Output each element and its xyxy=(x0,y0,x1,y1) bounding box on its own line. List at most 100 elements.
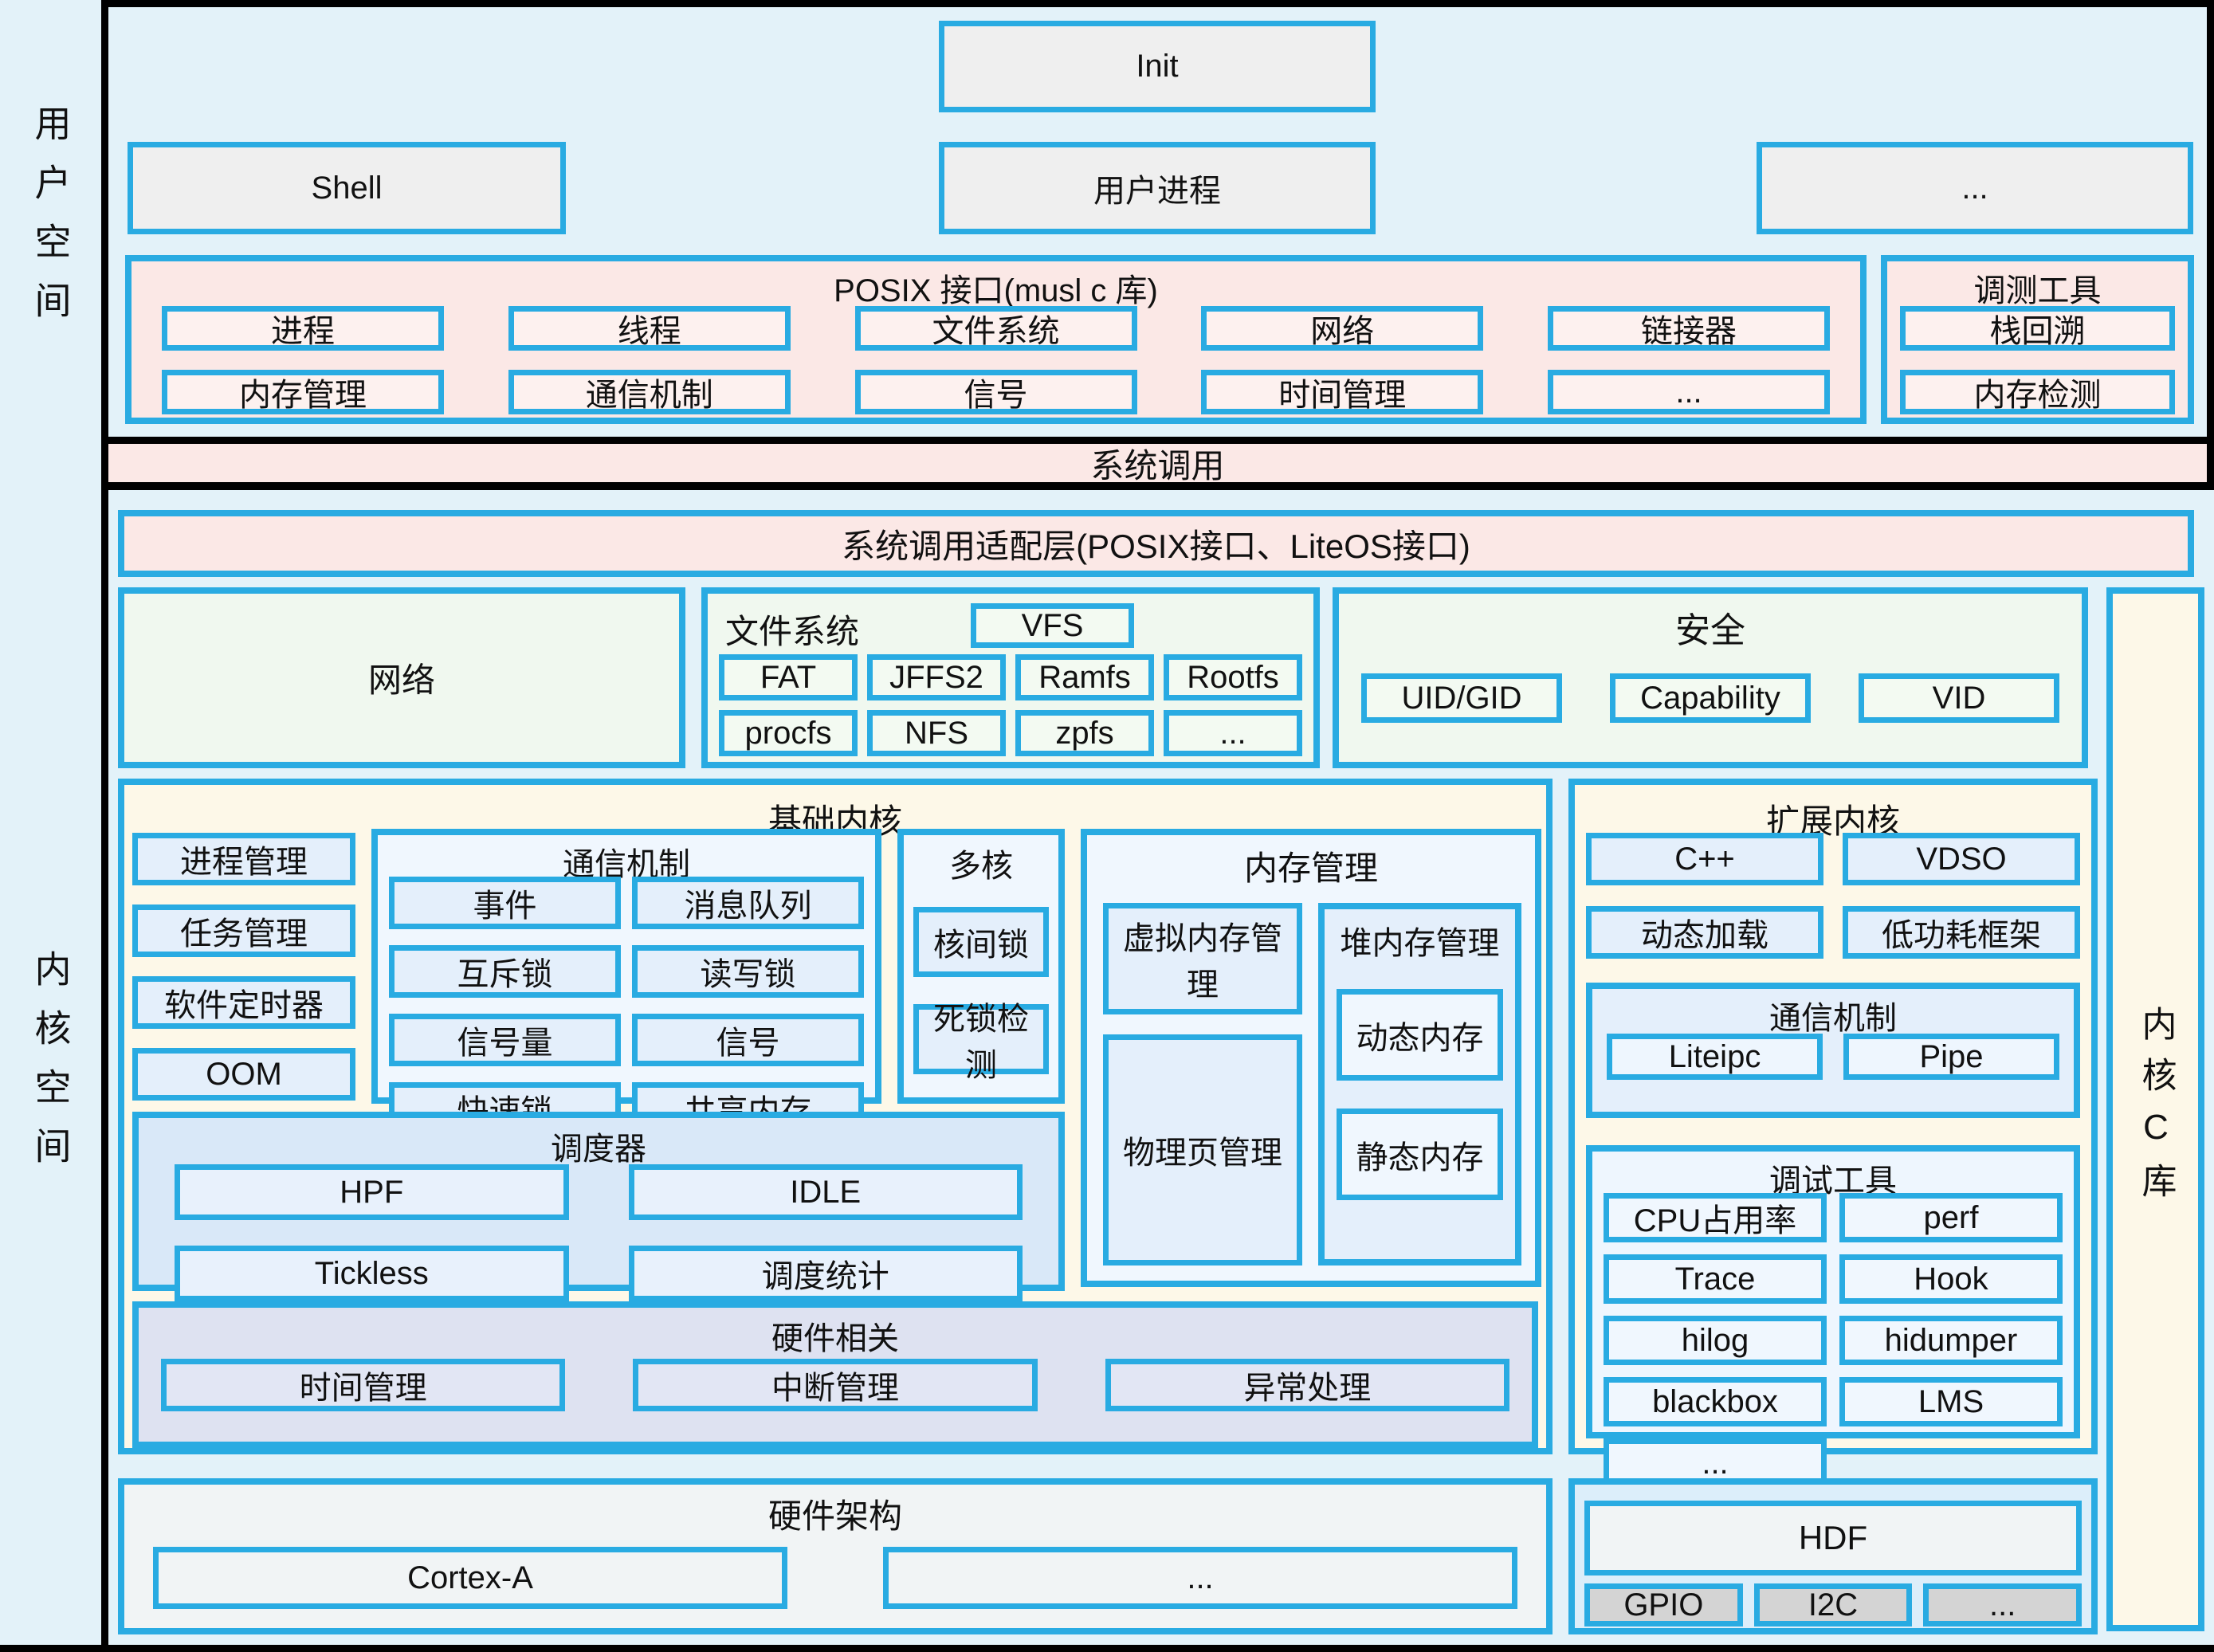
extended-row1: C++ VDSO xyxy=(1586,833,2080,885)
posix-memory-label: 内存管理 xyxy=(239,378,367,413)
task-mgmt-label: 任务管理 xyxy=(180,916,308,952)
trace-box: Trace xyxy=(1604,1254,1827,1304)
hw-arch-title: 硬件架构 xyxy=(767,1497,902,1535)
syscall-band: 系统调用 xyxy=(108,444,2207,485)
deadlock-detect-box: 死锁检测 xyxy=(913,1002,1049,1083)
posix-filesystem-label: 文件系统 xyxy=(932,314,1060,349)
basic-kernel-container: 基础内核 进程管理 任务管理 软件定时器 OOM 通信机制 事件 消息队列 互斥… xyxy=(118,779,1553,1454)
procfs-box: procfs xyxy=(719,710,858,756)
semaphore-label: 信号量 xyxy=(457,1026,553,1061)
cpp-label: C++ xyxy=(1674,841,1735,877)
hw-arch-row: Cortex-A ... xyxy=(153,1547,1517,1609)
user-kernel-divider-lower xyxy=(101,482,2214,490)
rwlock-label: 读写锁 xyxy=(700,957,796,992)
cpu-usage-box: CPU占用率 xyxy=(1604,1193,1827,1242)
interrupt-mgmt-label: 中断管理 xyxy=(771,1371,899,1406)
intercore-lock-label: 核间锁 xyxy=(933,928,1029,963)
vfs-label: VFS xyxy=(1021,607,1084,643)
kernel-c-lib-label: 内核C库 xyxy=(2136,1005,2176,1214)
ramfs-label: Ramfs xyxy=(1038,659,1131,695)
syscall-adapter-label: 系统调用适配层(POSIX接口、LiteOS接口) xyxy=(842,527,1470,565)
dynamic-load-label: 动态加载 xyxy=(1641,918,1768,953)
signal-label: 信号 xyxy=(716,1026,780,1061)
low-power-box: 低功耗框架 xyxy=(1843,906,2080,959)
hook-label: Hook xyxy=(1914,1261,1988,1297)
idle-box: IDLE xyxy=(628,1164,1023,1220)
posix-row2: 内存管理 通信机制 信号 时间管理 ... xyxy=(132,370,1860,414)
filesystem-row1: FAT JFFS2 Ramfs Rootfs xyxy=(719,654,1302,700)
posix-signal-label: 信号 xyxy=(964,378,1028,413)
low-power-label: 低功耗框架 xyxy=(1882,918,2041,953)
frame-left-line xyxy=(101,0,108,1652)
dynamic-load-box: 动态加载 xyxy=(1586,906,1823,959)
task-mgmt-box: 任务管理 xyxy=(132,904,355,957)
posix-linker-label: 链接器 xyxy=(1641,314,1737,349)
hpf-label: HPF xyxy=(340,1174,404,1210)
posix-thread-label: 线程 xyxy=(617,314,681,349)
user-process-box: 用户进程 xyxy=(939,142,1376,234)
physical-page-label: 物理页管理 xyxy=(1123,1136,1282,1171)
rwlock-box: 读写锁 xyxy=(632,945,864,998)
jffs2-box: JFFS2 xyxy=(867,654,1006,700)
scheduler-grid: HPF IDLE Tickless 调度统计 xyxy=(175,1164,1023,1301)
time-mgmt-box: 时间管理 xyxy=(161,1359,566,1411)
shell-box: Shell xyxy=(128,142,566,234)
sw-timer-label: 软件定时器 xyxy=(164,988,324,1023)
sched-stats-label: 调度统计 xyxy=(761,1259,889,1294)
vid-box: VID xyxy=(1859,673,2059,723)
debug-tools-title: 调试工具 xyxy=(1769,1163,1897,1199)
tickless-label: Tickless xyxy=(314,1255,429,1291)
idle-label: IDLE xyxy=(790,1174,862,1210)
posix-network-label: 网络 xyxy=(1310,314,1375,349)
liteipc-box: Liteipc xyxy=(1607,1034,1823,1080)
rootfs-box: Rootfs xyxy=(1164,654,1302,700)
sw-timer-box: 软件定时器 xyxy=(132,976,355,1029)
security-row: UID/GID Capability VID xyxy=(1361,673,2059,723)
cortex-a-label: Cortex-A xyxy=(407,1560,533,1595)
hw-arch-more-label: ... xyxy=(1187,1560,1214,1595)
measure-tools-container: 调测工具 栈回溯 内存检测 xyxy=(1881,255,2194,424)
virtual-memory-label: 虚拟内存管理 xyxy=(1123,921,1282,1003)
user-process-label: 用户进程 xyxy=(1093,174,1221,209)
heap-memory-title: 堆内存管理 xyxy=(1340,926,1500,961)
gpio-label: GPIO xyxy=(1623,1587,1704,1623)
extended-ipc-row: Liteipc Pipe xyxy=(1607,1034,2059,1080)
hilog-label: hilog xyxy=(1681,1322,1749,1358)
hdf-row: GPIO I2C ... xyxy=(1584,1583,2082,1626)
posix-process-box: 进程 xyxy=(162,306,444,351)
extended-ipc-title: 通信机制 xyxy=(1769,1001,1897,1036)
frame-bottom-line xyxy=(0,1645,2214,1652)
hilog-box: hilog xyxy=(1604,1316,1827,1365)
msg-queue-box: 消息队列 xyxy=(632,877,864,929)
signal-box: 信号 xyxy=(632,1014,864,1066)
shell-label: Shell xyxy=(311,170,383,206)
frame-top-line xyxy=(101,0,2214,7)
gpio-box: GPIO xyxy=(1584,1583,1743,1626)
procfs-label: procfs xyxy=(744,715,832,751)
physical-page-box: 物理页管理 xyxy=(1103,1034,1302,1265)
capability-label: Capability xyxy=(1640,680,1780,716)
init-label: Init xyxy=(1136,49,1179,84)
user-space-label: 用户空间 xyxy=(0,0,101,444)
kernel-space-label: 内核空间 xyxy=(0,490,101,1645)
multicore-container: 多核 核间锁 死锁检测 xyxy=(897,829,1065,1104)
ramfs-box: Ramfs xyxy=(1015,654,1154,700)
hardware-related-title: 硬件相关 xyxy=(771,1321,899,1356)
stack-backtrace-label: 栈回溯 xyxy=(1989,314,2086,349)
process-mgmt-box: 进程管理 xyxy=(132,833,355,885)
frame-right-line xyxy=(2207,0,2214,490)
posix-signal-box: 信号 xyxy=(854,370,1137,414)
posix-process-label: 进程 xyxy=(271,314,335,349)
blackbox-label: blackbox xyxy=(1652,1383,1778,1419)
mutex-label: 互斥锁 xyxy=(457,957,553,992)
hpf-box: HPF xyxy=(175,1164,569,1220)
static-memory-box: 静态内存 xyxy=(1337,1109,1503,1200)
hdf-label: HDF xyxy=(1798,1519,1868,1556)
posix-network-box: 网络 xyxy=(1201,306,1484,351)
posix-more-box: ... xyxy=(1548,370,1830,414)
hardware-related-container: 硬件相关 时间管理 中断管理 异常处理 xyxy=(132,1301,1538,1448)
fat-label: FAT xyxy=(760,659,817,695)
posix-ipc-label: 通信机制 xyxy=(585,378,713,413)
stack-backtrace-box: 栈回溯 xyxy=(1900,306,2175,351)
perf-box: perf xyxy=(1839,1193,2063,1242)
